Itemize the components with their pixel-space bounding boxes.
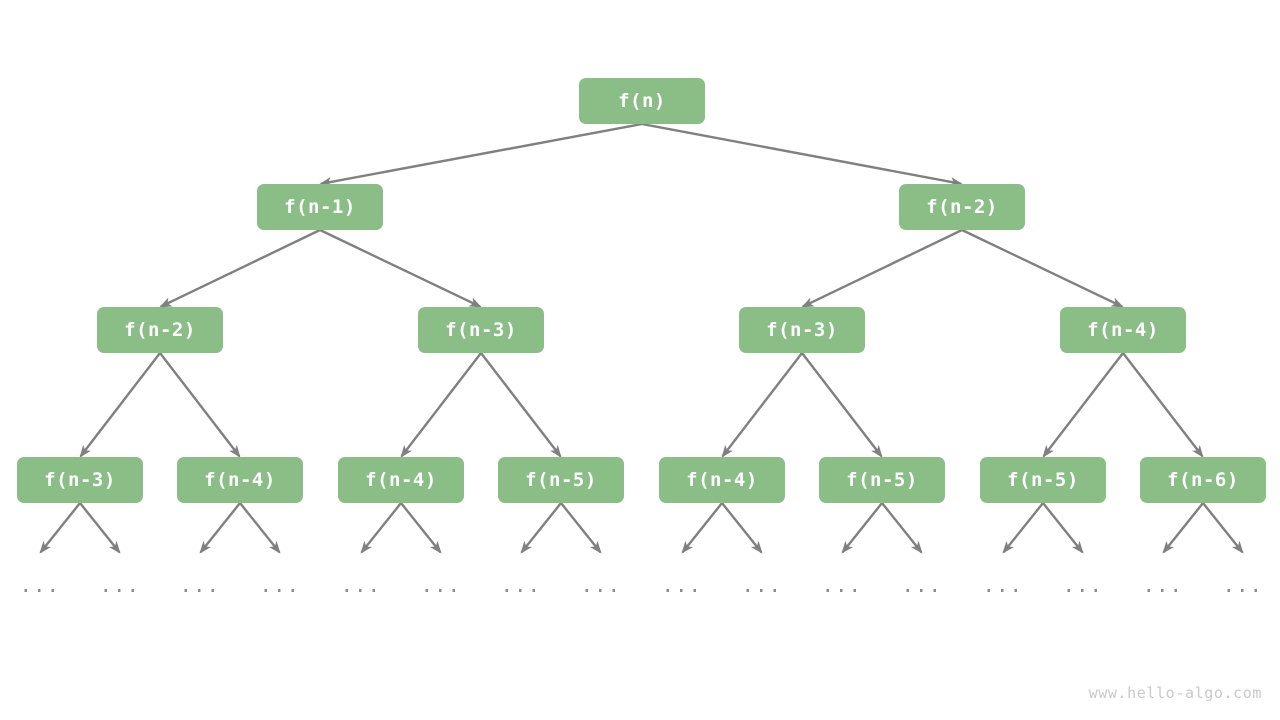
tree-node-n2[interactable]: f(n-2) xyxy=(899,184,1025,230)
tree-edge xyxy=(801,228,963,308)
tree-edge xyxy=(319,122,643,187)
tree-node-n8[interactable]: f(n-4) xyxy=(177,457,303,503)
tree-node-label: f(n-5) xyxy=(1007,469,1079,491)
ellipsis-marker: ... xyxy=(741,573,783,597)
tree-node-label: f(n-4) xyxy=(365,469,437,491)
tree-node-n14[interactable]: f(n-6) xyxy=(1140,457,1266,503)
leaf-edge xyxy=(79,502,121,554)
tree-node-n13[interactable]: f(n-5) xyxy=(980,457,1106,503)
ellipsis-marker: ... xyxy=(500,573,542,597)
ellipsis-marker: ... xyxy=(340,573,382,597)
tree-node-n3[interactable]: f(n-2) xyxy=(97,307,223,353)
leaf-edge xyxy=(1162,502,1204,554)
tree-node-n11[interactable]: f(n-4) xyxy=(659,457,785,503)
leaf-edge xyxy=(841,502,883,554)
ellipsis-marker: ... xyxy=(1222,573,1264,597)
tree-node-label: f(n-3) xyxy=(44,469,116,491)
tree-edge xyxy=(641,122,963,187)
ellipsis-marker: ... xyxy=(1062,573,1104,597)
ellipsis-marker: ... xyxy=(99,573,141,597)
tree-node-label: f(n-4) xyxy=(204,469,276,491)
ellipsis-marker: ... xyxy=(580,573,622,597)
tree-node-label: f(n-2) xyxy=(926,196,998,218)
tree-edge xyxy=(801,352,883,458)
tree-node-label: f(n-2) xyxy=(124,319,196,341)
ellipsis-marker: ... xyxy=(661,573,703,597)
tree-node-n7[interactable]: f(n-3) xyxy=(17,457,143,503)
tree-node-label: f(n-5) xyxy=(525,469,597,491)
tree-edge xyxy=(961,228,1124,308)
leaf-edge xyxy=(39,502,81,554)
tree-node-label: f(n-4) xyxy=(686,469,758,491)
tree-node-n4[interactable]: f(n-3) xyxy=(418,307,544,353)
tree-node-n1[interactable]: f(n-1) xyxy=(257,184,383,230)
tree-node-label: f(n-6) xyxy=(1167,469,1239,491)
tree-edge xyxy=(721,352,803,458)
watermark: www.hello-algo.com xyxy=(1088,684,1262,702)
tree-edge xyxy=(319,228,482,308)
leaf-edge xyxy=(1002,502,1044,554)
ellipsis-marker: ... xyxy=(1142,573,1184,597)
leaf-edge xyxy=(520,502,562,554)
leaf-edge xyxy=(199,502,241,554)
leaf-edge xyxy=(881,502,923,554)
tree-edge xyxy=(480,352,562,458)
leaf-edge xyxy=(721,502,763,554)
tree-node-n6[interactable]: f(n-4) xyxy=(1060,307,1186,353)
tree-node-n9[interactable]: f(n-4) xyxy=(338,457,464,503)
tree-edge xyxy=(159,228,321,308)
tree-edge xyxy=(159,352,241,458)
ellipsis-marker: ... xyxy=(19,573,61,597)
tree-node-n10[interactable]: f(n-5) xyxy=(498,457,624,503)
tree-edge xyxy=(400,352,482,458)
tree-edge xyxy=(1122,352,1204,458)
leaf-edge xyxy=(1042,502,1084,554)
leaf-edge xyxy=(560,502,602,554)
tree-node-label: f(n-4) xyxy=(1087,319,1159,341)
ellipsis-marker: ... xyxy=(901,573,943,597)
ellipsis-marker: ... xyxy=(179,573,221,597)
tree-edge xyxy=(1042,352,1124,458)
tree-node-n5[interactable]: f(n-3) xyxy=(739,307,865,353)
tree-edge xyxy=(79,352,161,458)
ellipsis-marker: ... xyxy=(982,573,1024,597)
tree-node-label: f(n) xyxy=(618,90,666,112)
leaf-edge xyxy=(360,502,402,554)
ellipsis-marker: ... xyxy=(420,573,462,597)
leaf-edge xyxy=(1202,502,1244,554)
tree-node-label: f(n-5) xyxy=(846,469,918,491)
ellipsis-marker: ... xyxy=(821,573,863,597)
tree-node-label: f(n-3) xyxy=(766,319,838,341)
tree-node-n12[interactable]: f(n-5) xyxy=(819,457,945,503)
leaf-edge xyxy=(239,502,281,554)
leaf-edge xyxy=(400,502,442,554)
tree-node-n0[interactable]: f(n) xyxy=(579,78,705,124)
tree-node-label: f(n-3) xyxy=(445,319,517,341)
leaf-edge xyxy=(681,502,723,554)
ellipsis-marker: ... xyxy=(259,573,301,597)
tree-node-label: f(n-1) xyxy=(284,196,356,218)
